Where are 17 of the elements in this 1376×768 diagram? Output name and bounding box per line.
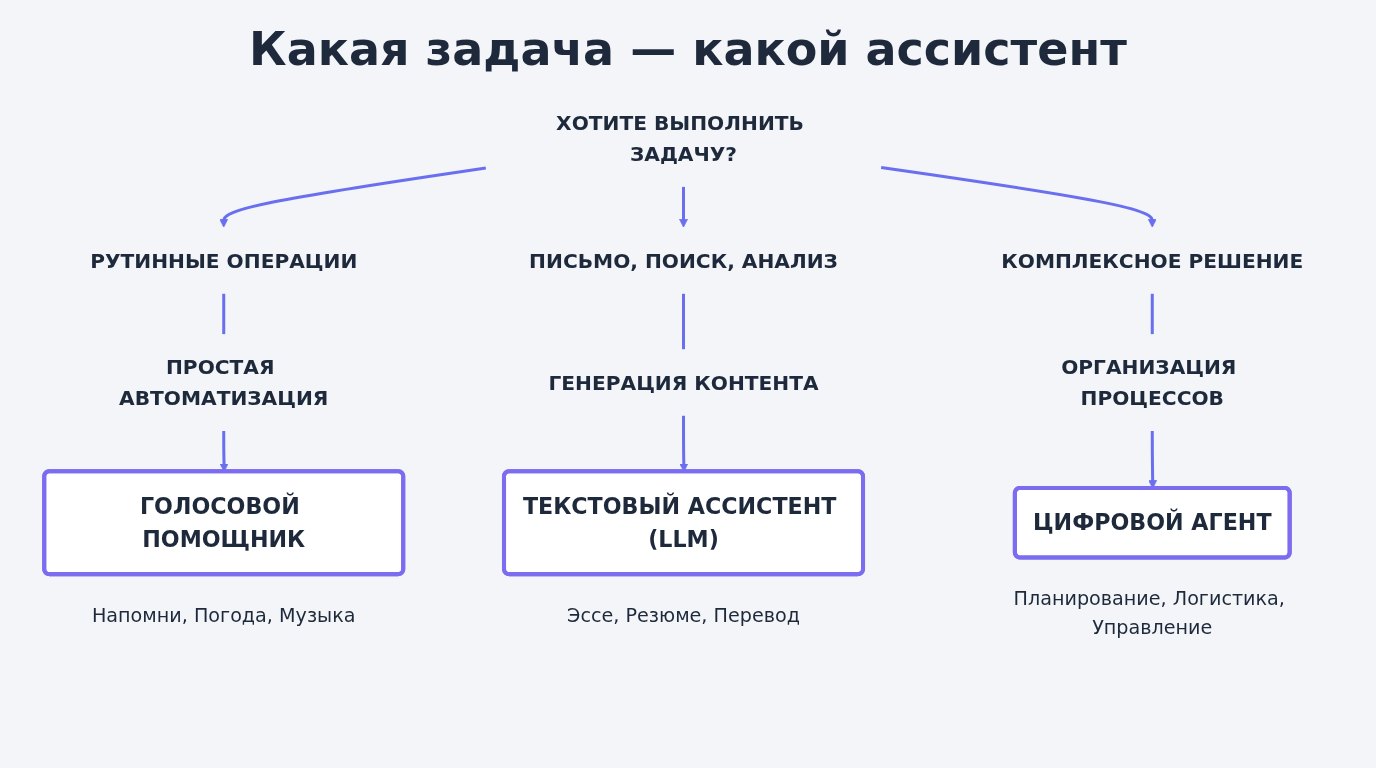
arrow xyxy=(219,166,487,228)
node-label: Эссе, Резюме, Перевод xyxy=(567,603,800,626)
node-label: Напомни, Погода, Музыка xyxy=(91,603,356,626)
node-text: ПИСЬМО, ПОИСК, АНАЛИЗ xyxy=(529,248,838,273)
node-text: ГЕНЕРАЦИЯ КОНТЕНТА xyxy=(548,370,819,395)
connector xyxy=(682,293,686,350)
node-text: ОРГАНИЗАЦИЯ ПРОЦЕССОВ xyxy=(1061,355,1237,410)
node-label: Планирование, Логистика, Управление xyxy=(1013,586,1285,638)
arrow xyxy=(880,165,1157,228)
title: Какая задача — какой ассистент xyxy=(249,22,1127,76)
arrow xyxy=(679,186,688,228)
connector xyxy=(1150,293,1154,335)
node-text: РУТИННЫЕ ОПЕРАЦИИ xyxy=(90,248,358,273)
connector xyxy=(222,293,226,335)
node-text: КОМПЛЕКСНОЕ РЕШЕНИЕ xyxy=(1001,248,1304,273)
node-text: ПРОСТАЯ АВТОМАТИЗАЦИЯ xyxy=(119,355,329,410)
node-text: ХОТИТЕ ВЫПОЛНИТЬ ЗАДАЧУ? xyxy=(556,111,804,166)
